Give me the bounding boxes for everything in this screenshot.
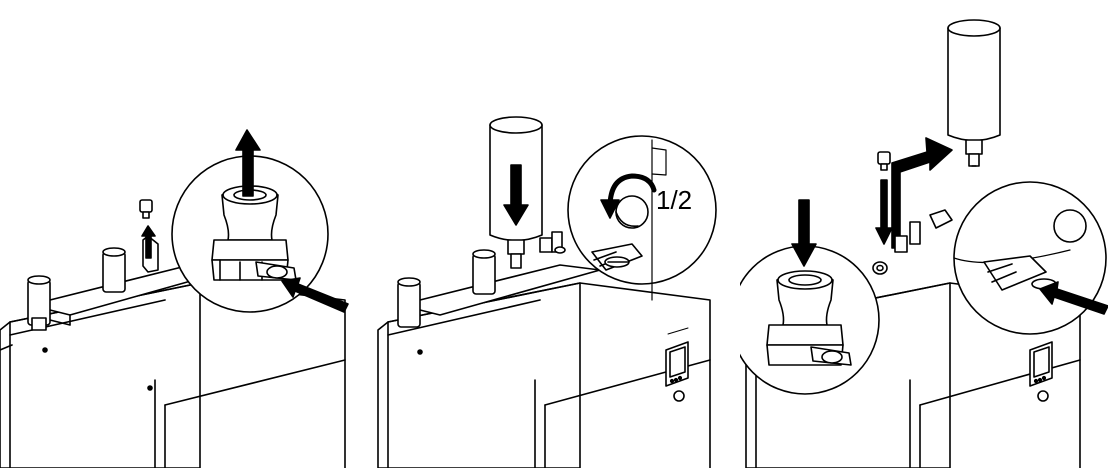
step-3-illustration: [740, 0, 1108, 468]
pipe-stub-left: [398, 278, 420, 327]
rotation-fraction-label: 1/2: [656, 185, 692, 215]
detail-circle-step-3a: [740, 246, 879, 394]
pipe-stub-rear: [473, 250, 495, 294]
step-1-illustration: [0, 0, 370, 468]
panel-step-1: [0, 0, 370, 468]
detail-circle-step-3b: [954, 182, 1106, 334]
diagonal-arrow: [282, 278, 348, 312]
small-valve: [878, 152, 890, 170]
small-down-arrow: [876, 180, 892, 244]
panel-step-2: 1/2: [370, 0, 740, 468]
panel-step-3: [740, 0, 1108, 468]
pipe-stub-rear: [103, 248, 125, 292]
pipe-stub-left: [28, 276, 50, 330]
detail-circle-step-2: [568, 136, 716, 300]
filter-bottle: [948, 20, 1000, 166]
step-2-illustration: 1/2: [370, 0, 740, 468]
side-fittings: [540, 232, 565, 253]
bent-arrow: [892, 138, 952, 248]
